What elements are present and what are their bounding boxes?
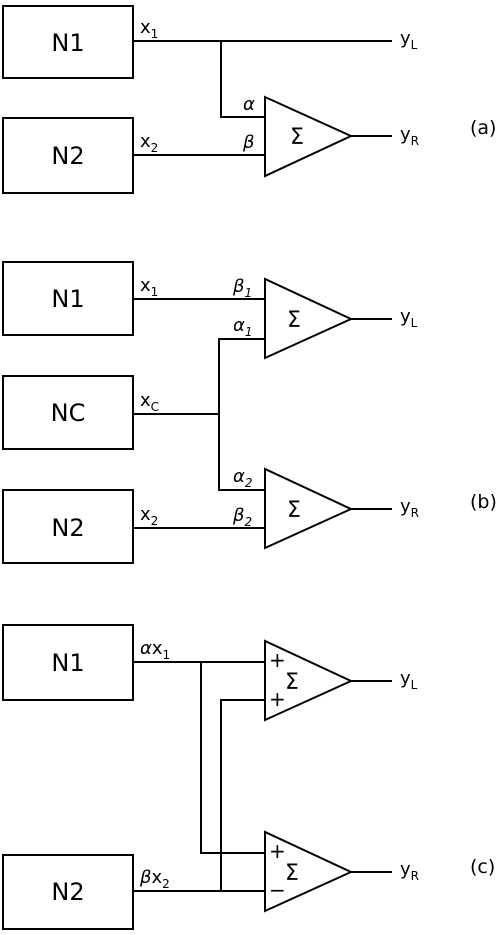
plus-sign: + bbox=[269, 648, 286, 672]
sigma-symbol: Σ bbox=[287, 308, 301, 333]
summing-amplifier bbox=[264, 95, 354, 178]
coef-beta2: β2 bbox=[232, 505, 252, 529]
summing-amplifier-top bbox=[264, 639, 354, 722]
box-n1 bbox=[2, 5, 134, 79]
signal-ax1-label: αx1 bbox=[140, 638, 170, 662]
box-n2 bbox=[2, 854, 134, 930]
signal-x1-label: x1 bbox=[140, 17, 158, 41]
summing-amplifier-top bbox=[264, 277, 354, 360]
summing-amplifier-bottom bbox=[264, 830, 354, 913]
signal-x2-label: x2 bbox=[140, 131, 158, 155]
output-yr-label: yR bbox=[400, 496, 419, 520]
plus-sign: + bbox=[269, 839, 286, 863]
plus-sign: + bbox=[269, 687, 286, 711]
box-nc bbox=[2, 375, 134, 450]
minus-sign: − bbox=[269, 878, 286, 902]
box-n1-label: N1 bbox=[51, 649, 84, 677]
wire-ax1-to-bottom-amp bbox=[200, 662, 265, 854]
panel-tag-a: (a) bbox=[470, 117, 496, 139]
wire-x1-branch bbox=[220, 41, 265, 118]
coef-alpha: α bbox=[243, 94, 255, 115]
summing-amplifier-bottom bbox=[264, 467, 354, 550]
signal-xc-label: xC bbox=[140, 390, 159, 414]
coef-alpha2: α2 bbox=[233, 466, 253, 490]
output-yl-label: yL bbox=[400, 668, 418, 692]
output-yr-label: yR bbox=[400, 124, 419, 148]
wire-xc-split bbox=[218, 338, 265, 491]
box-n2-label: N2 bbox=[51, 514, 84, 542]
wire-bx2-to-top-amp bbox=[220, 699, 265, 891]
coef-alpha1: α1 bbox=[233, 315, 253, 339]
box-n1-label: N1 bbox=[51, 29, 84, 57]
box-n2 bbox=[2, 117, 134, 194]
box-n2 bbox=[2, 489, 134, 564]
box-n2-label: N2 bbox=[51, 878, 84, 906]
panel-b: N1 NC N2 Σ Σ x1 xC x2 β1 α1 α2 β2 yL yR … bbox=[2, 261, 497, 564]
panel-c: N1 N2 + + Σ + − Σ αx1 βx2 yL yR (c) bbox=[2, 624, 495, 930]
box-n1 bbox=[2, 261, 134, 336]
panel-tag-c: (c) bbox=[470, 856, 495, 878]
panel-a: N1 N2 Σ x1 x2 α β yL yR (a) bbox=[2, 5, 496, 194]
panel-tag-b: (b) bbox=[470, 491, 497, 513]
signal-x2-label: x2 bbox=[140, 504, 158, 528]
signal-x1-label: x1 bbox=[140, 275, 158, 299]
box-n1-label: N1 bbox=[51, 285, 84, 313]
box-n2-label: N2 bbox=[51, 142, 84, 170]
output-yl-label: yL bbox=[400, 306, 418, 330]
box-n1 bbox=[2, 624, 134, 701]
sigma-symbol: Σ bbox=[285, 670, 299, 695]
sigma-symbol: Σ bbox=[285, 861, 299, 886]
coef-beta1: β1 bbox=[232, 276, 252, 300]
box-nc-label: NC bbox=[51, 399, 86, 427]
output-yl-label: yL bbox=[400, 28, 418, 52]
signal-bx2-label: βx2 bbox=[139, 867, 170, 891]
output-yr-label: yR bbox=[400, 859, 419, 883]
sigma-symbol: Σ bbox=[287, 498, 301, 523]
sigma-symbol: Σ bbox=[290, 125, 304, 150]
coef-beta: β bbox=[242, 132, 255, 153]
